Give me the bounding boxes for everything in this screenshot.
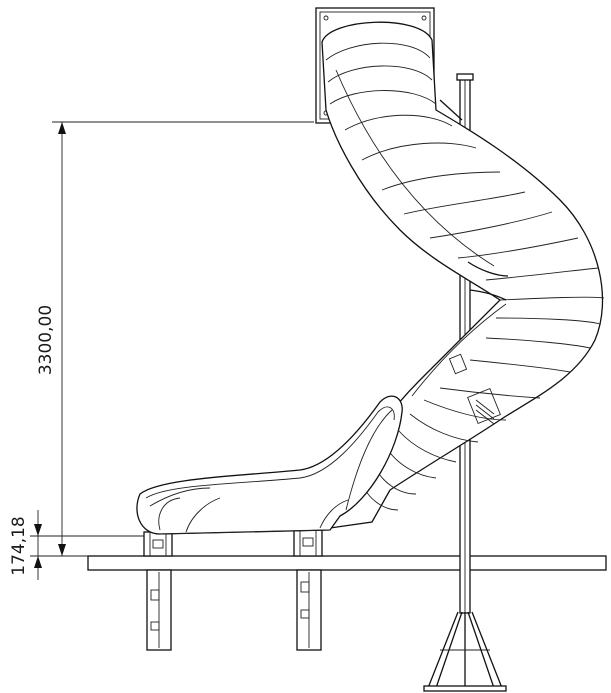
overall-height-label: 3300,00 [36, 305, 56, 375]
slide-foot-left [143, 531, 173, 557]
pole-base-frame [423, 611, 507, 692]
foundation-post-middle [296, 569, 322, 651]
base-offset-label: 174,18 [9, 516, 29, 575]
tube-slide [321, 21, 605, 529]
foundation-post-left [146, 569, 172, 651]
dimension-overall-height: 3300,00 [36, 121, 314, 556]
dimension-base-offset: 174,18 [9, 510, 88, 580]
exit-chute [136, 395, 403, 535]
ground-plate [87, 555, 607, 571]
slide-foot-middle [293, 529, 323, 557]
